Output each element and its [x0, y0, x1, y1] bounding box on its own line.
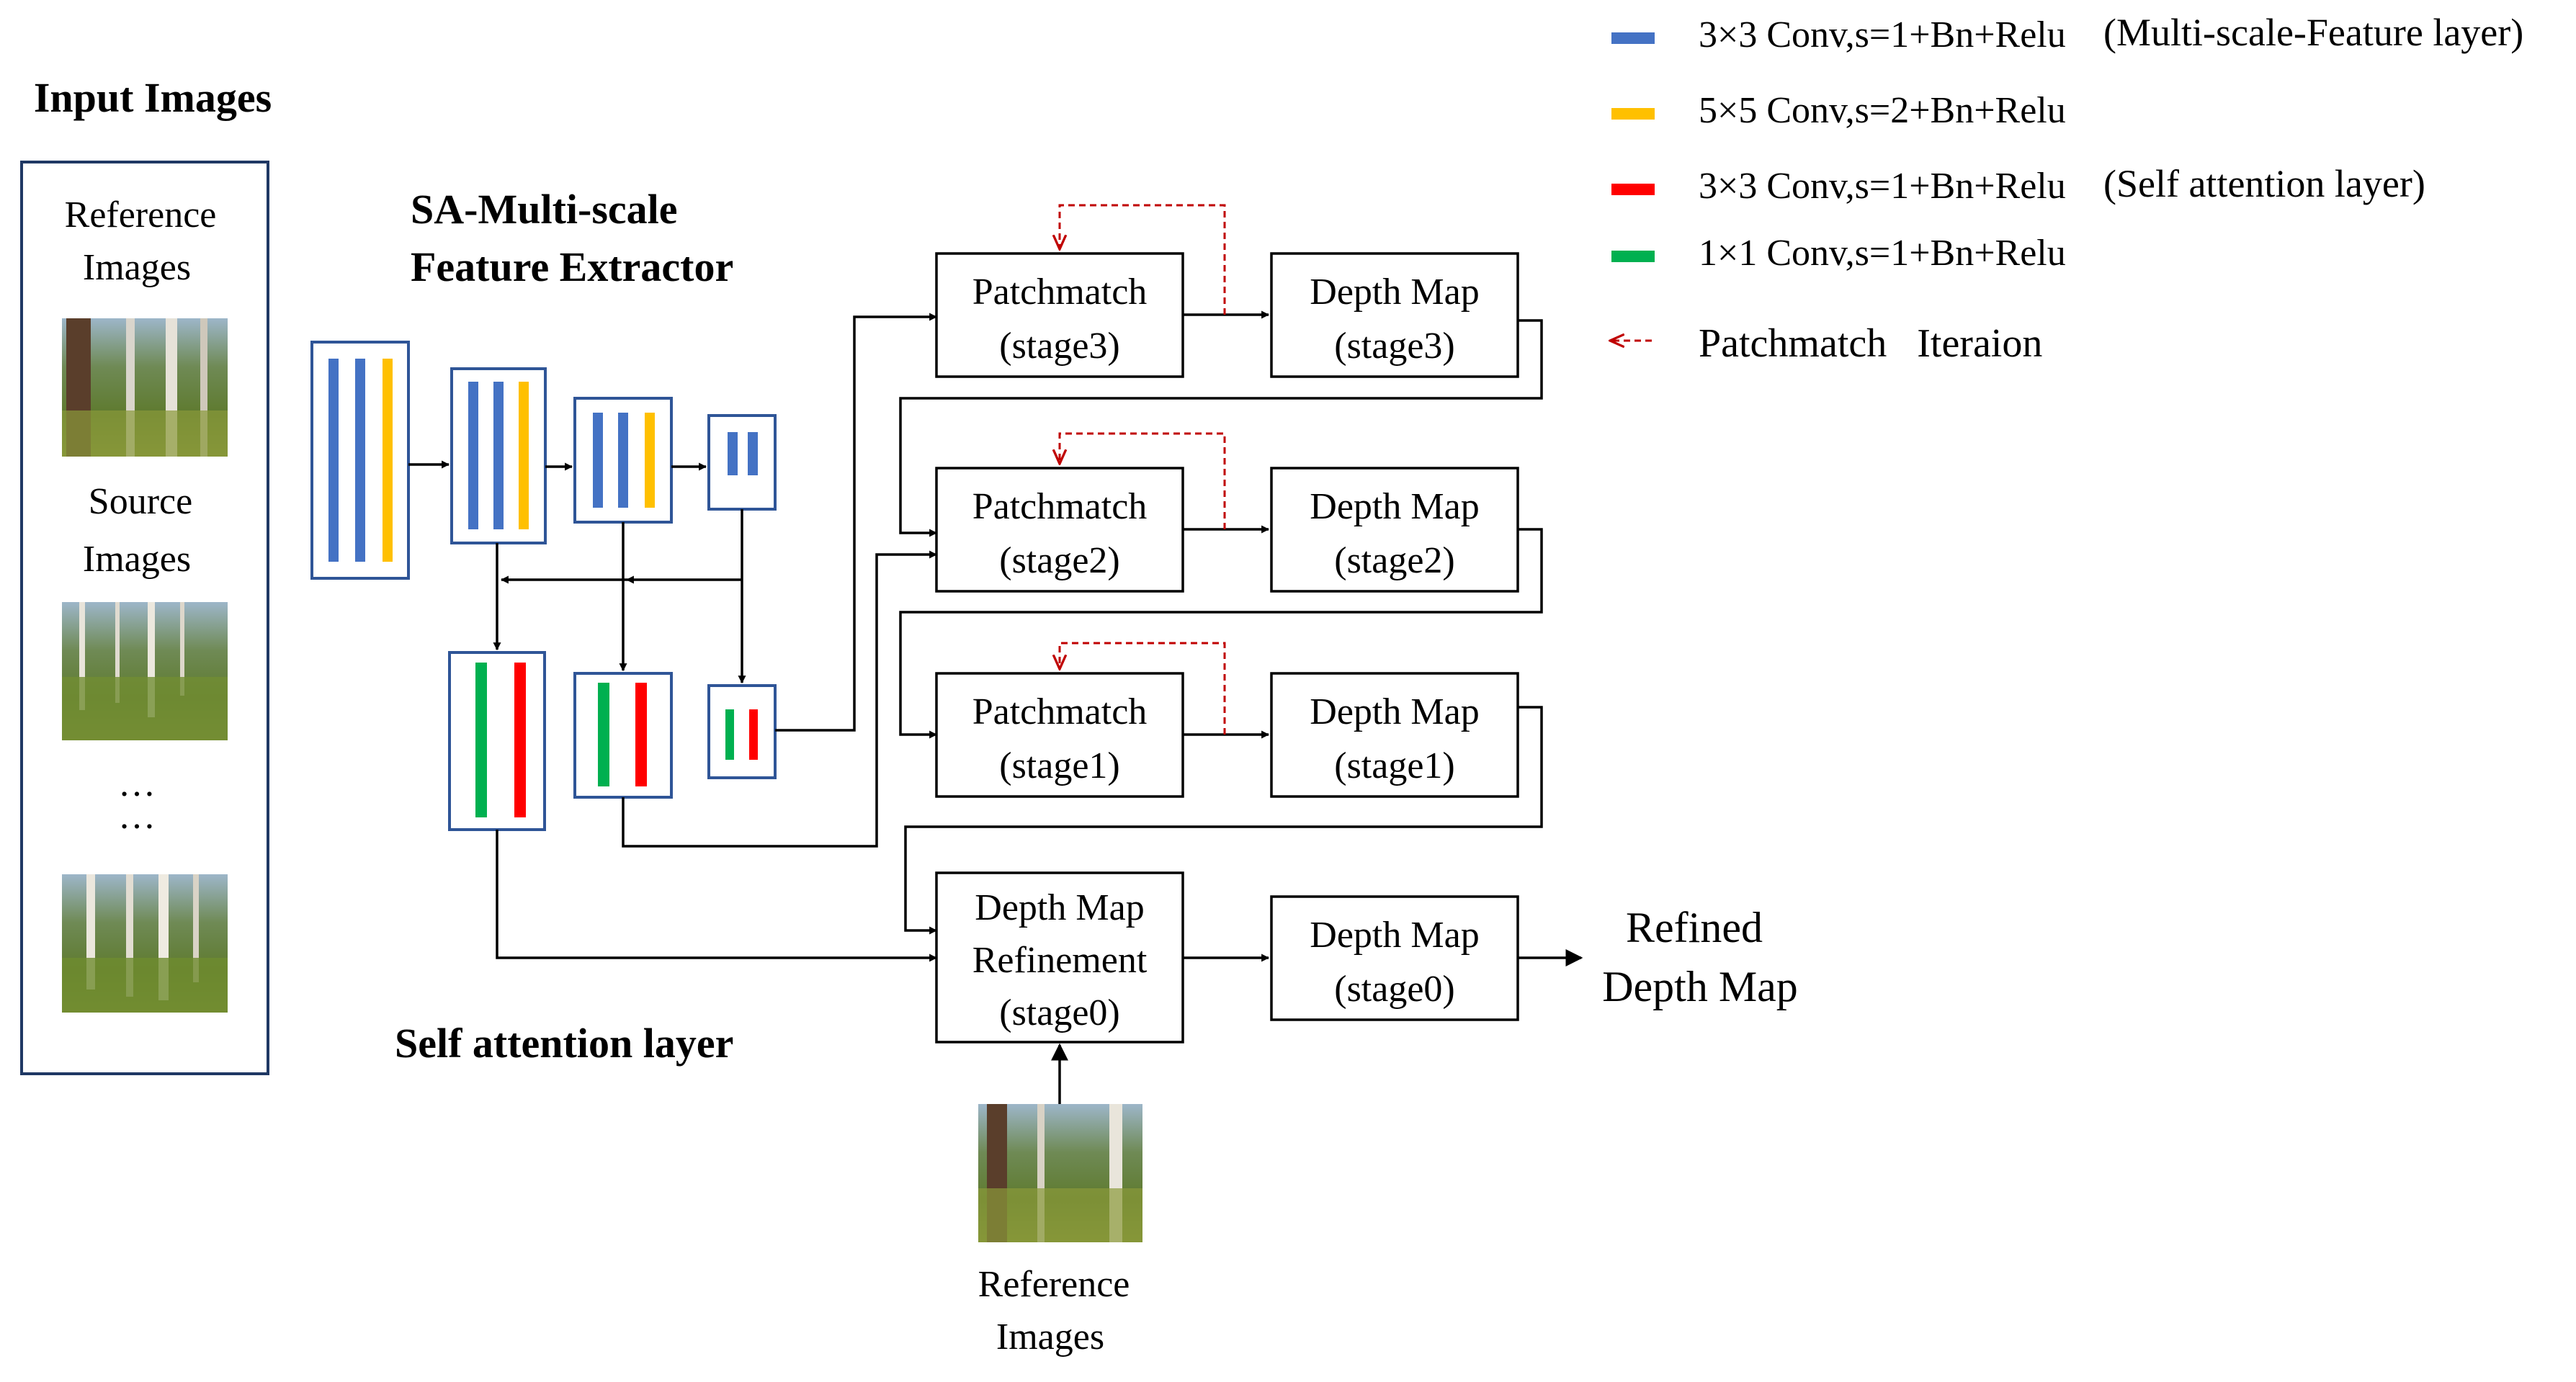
patchmatch-stage2-line2: (stage2)	[999, 540, 1119, 581]
source-image-thumbnail-2	[62, 874, 228, 1013]
depthmap-stage1-box: Depth Map (stage1)	[1270, 672, 1519, 798]
patchmatch-stage3-line2: (stage3)	[999, 326, 1119, 367]
legend-swatch-4	[1611, 251, 1655, 262]
bottom-reference-label-line1: Reference	[978, 1264, 1130, 1305]
reference-image-thumbnail	[62, 318, 228, 457]
depthmap-stage0-line2: (stage0)	[1334, 969, 1454, 1010]
input-images-title: Input Images	[34, 74, 272, 121]
input-images-panel	[20, 161, 269, 1075]
patchmatch-stage1-line1: Patchmatch	[972, 691, 1148, 732]
refinement-box: Depth Map Refinement (stage0)	[935, 871, 1184, 1044]
self-attention-layer-title: Self attention layer	[395, 1020, 733, 1067]
refinement-line1: Depth Map	[975, 887, 1144, 928]
depthmap-stage3-line2: (stage3)	[1334, 326, 1454, 367]
attention-block-2	[573, 672, 673, 799]
legend-swatch-1	[1611, 32, 1655, 44]
extractor-title-line2: Feature Extractor	[411, 243, 733, 290]
reference-images-label-line1: Reference	[65, 194, 217, 235]
legend-label-1: 3×3 Conv,s=1+Bn+Relu	[1699, 14, 2066, 55]
reference-images-label-line2: Images	[83, 247, 191, 288]
bottom-reference-label-line2: Images	[996, 1316, 1104, 1358]
refinement-line2: Refinement	[972, 940, 1148, 981]
patchmatch-stage1-box: Patchmatch (stage1)	[935, 672, 1184, 798]
depthmap-stage0-box: Depth Map (stage0)	[1270, 895, 1519, 1021]
patchmatch-stage1-line2: (stage1)	[999, 745, 1119, 786]
extractor-connectors	[408, 313, 938, 962]
patchmatch-iteration-loops	[1060, 204, 1226, 735]
feature-block-3	[573, 397, 673, 524]
feature-block-1	[310, 341, 410, 580]
ellipsis-1: …	[118, 763, 156, 804]
depthmap-stage1-line1: Depth Map	[1310, 691, 1479, 732]
feature-block-4	[707, 414, 777, 511]
attention-block-3	[707, 684, 777, 779]
ellipsis-2: …	[118, 796, 156, 837]
legend-iteration-item: Patchmatch Iteraion	[1610, 321, 2042, 366]
patchmatch-stage2-line1: Patchmatch	[972, 486, 1148, 527]
attention-block-1	[448, 651, 546, 831]
depthmap-stage0-line1: Depth Map	[1310, 915, 1479, 956]
depthmap-stage2-line1: Depth Map	[1310, 486, 1479, 527]
depthmap-stage2-box: Depth Map (stage2)	[1270, 467, 1519, 593]
depthmap-stage3-line1: Depth Map	[1310, 272, 1479, 313]
refined-depth-map-line2: Depth Map	[1602, 963, 1798, 1010]
refined-depth-map-line1: Refined	[1626, 904, 1763, 951]
bottom-reference-image-thumbnail	[978, 1104, 1142, 1242]
depthmap-stage1-line2: (stage1)	[1334, 745, 1454, 786]
depthmap-stage2-line2: (stage2)	[1334, 540, 1454, 581]
patchmatch-stage3-box: Patchmatch (stage3)	[935, 252, 1184, 378]
patchmatch-stage2-box: Patchmatch (stage2)	[935, 467, 1184, 593]
patchmatch-stage3-line1: Patchmatch	[972, 272, 1148, 313]
legend-note-1: (Multi-scale-Feature layer)	[2103, 11, 2523, 54]
source-image-thumbnail-1	[62, 602, 228, 740]
depthmap-stage3-box: Depth Map (stage3)	[1270, 252, 1519, 378]
legend-iteration-label: Patchmatch Iteraion	[1699, 321, 2042, 366]
source-images-label-line1: Source	[89, 481, 192, 522]
legend-swatch-3	[1611, 184, 1655, 195]
refinement-line3: (stage0)	[999, 992, 1119, 1033]
legend-label-4: 1×1 Conv,s=1+Bn+Relu	[1699, 233, 2066, 274]
feature-block-2	[450, 367, 547, 544]
source-images-label-line2: Images	[83, 539, 191, 580]
legend-label-3: 3×3 Conv,s=1+Bn+Relu	[1699, 166, 2066, 207]
legend: 3×3 Conv,s=1+Bn+Relu (Multi-scale-Feature…	[1611, 11, 2523, 274]
legend-label-2: 5×5 Conv,s=2+Bn+Relu	[1699, 90, 2066, 131]
legend-note-3: (Self attention layer)	[2103, 162, 2425, 205]
extractor-title-line1: SA-Multi-scale	[411, 186, 678, 233]
legend-swatch-2	[1611, 108, 1655, 120]
